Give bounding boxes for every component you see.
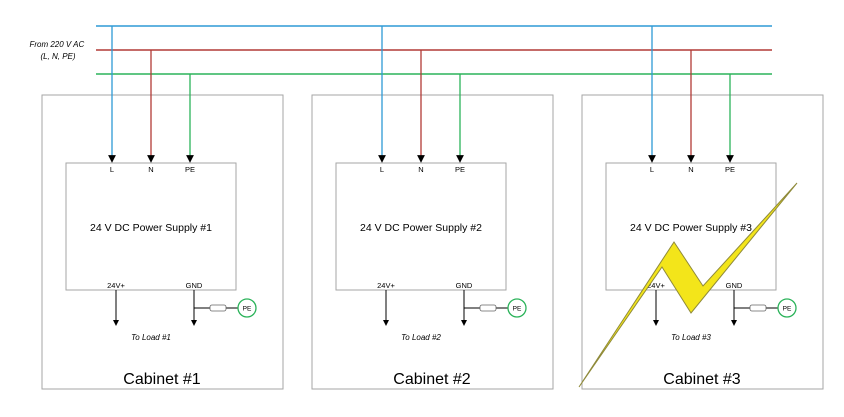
pe-bond-connector-icon (209, 304, 227, 312)
pe-ground-icon (507, 298, 527, 318)
cabinet-name: Cabinet #3 (663, 371, 740, 388)
cabinet-border (581, 94, 824, 390)
cabinet-name: Cabinet #2 (393, 371, 470, 388)
power-supply-title: 24 V DC Power Supply #1 (90, 222, 212, 234)
load-label: To Load #3 (671, 333, 711, 342)
lightning-bolt-icon (578, 182, 798, 388)
terminal-gnd-label: GND (186, 281, 203, 290)
cabinet-name: Cabinet #1 (123, 371, 200, 388)
source-label: From 220 V AC (L, N, PE) (29, 40, 86, 61)
cabinets: L N PE 24 V DC Power Supply #1 24V+ GND PE To L… (41, 26, 824, 390)
power-supply-title: 24 V DC Power Supply #2 (360, 222, 482, 234)
terminal-l-label: L (110, 165, 114, 174)
cabinet-2: L N PE 24 V DC Power Supply #2 24V+ GND PE To L… (311, 26, 554, 390)
pe-ground-label: PE (513, 306, 522, 313)
terminal-24v-label: 24V+ (107, 281, 125, 290)
source-label-line1: From 220 V AC (29, 40, 84, 49)
terminal-n-label: N (418, 165, 423, 174)
terminal-pe-label: PE (455, 165, 465, 174)
terminal-24v-label: 24V+ (647, 281, 665, 290)
pe-bond-connector-icon (749, 304, 767, 312)
pe-ground-label: PE (243, 306, 252, 313)
terminal-gnd-label: GND (726, 281, 743, 290)
terminal-l-label: L (650, 165, 654, 174)
cabinet-1: L N PE 24 V DC Power Supply #1 24V+ GND PE To L… (41, 26, 284, 390)
terminal-n-label: N (688, 165, 693, 174)
cabinet-border (311, 94, 554, 390)
load-label: To Load #1 (131, 333, 171, 342)
terminal-gnd-label: GND (456, 281, 473, 290)
source-label-line2: (L, N, PE) (40, 52, 75, 61)
terminal-24v-label: 24V+ (377, 281, 395, 290)
power-supply-title: 24 V DC Power Supply #3 (630, 222, 752, 234)
pe-bond-connector-icon (479, 304, 497, 312)
load-label: To Load #2 (401, 333, 441, 342)
cabinet-3: L N PE 24 V DC Power Supply #3 24V+ GND PE To L… (581, 26, 824, 390)
pe-ground-label: PE (783, 306, 792, 313)
terminal-l-label: L (380, 165, 384, 174)
terminal-pe-label: PE (185, 165, 195, 174)
pe-ground-icon (777, 298, 797, 318)
power-supply-box (65, 162, 237, 291)
terminal-n-label: N (148, 165, 153, 174)
cabinet-border (41, 94, 284, 390)
power-supply-box (335, 162, 507, 291)
pe-ground-icon (237, 298, 257, 318)
terminal-pe-label: PE (725, 165, 735, 174)
